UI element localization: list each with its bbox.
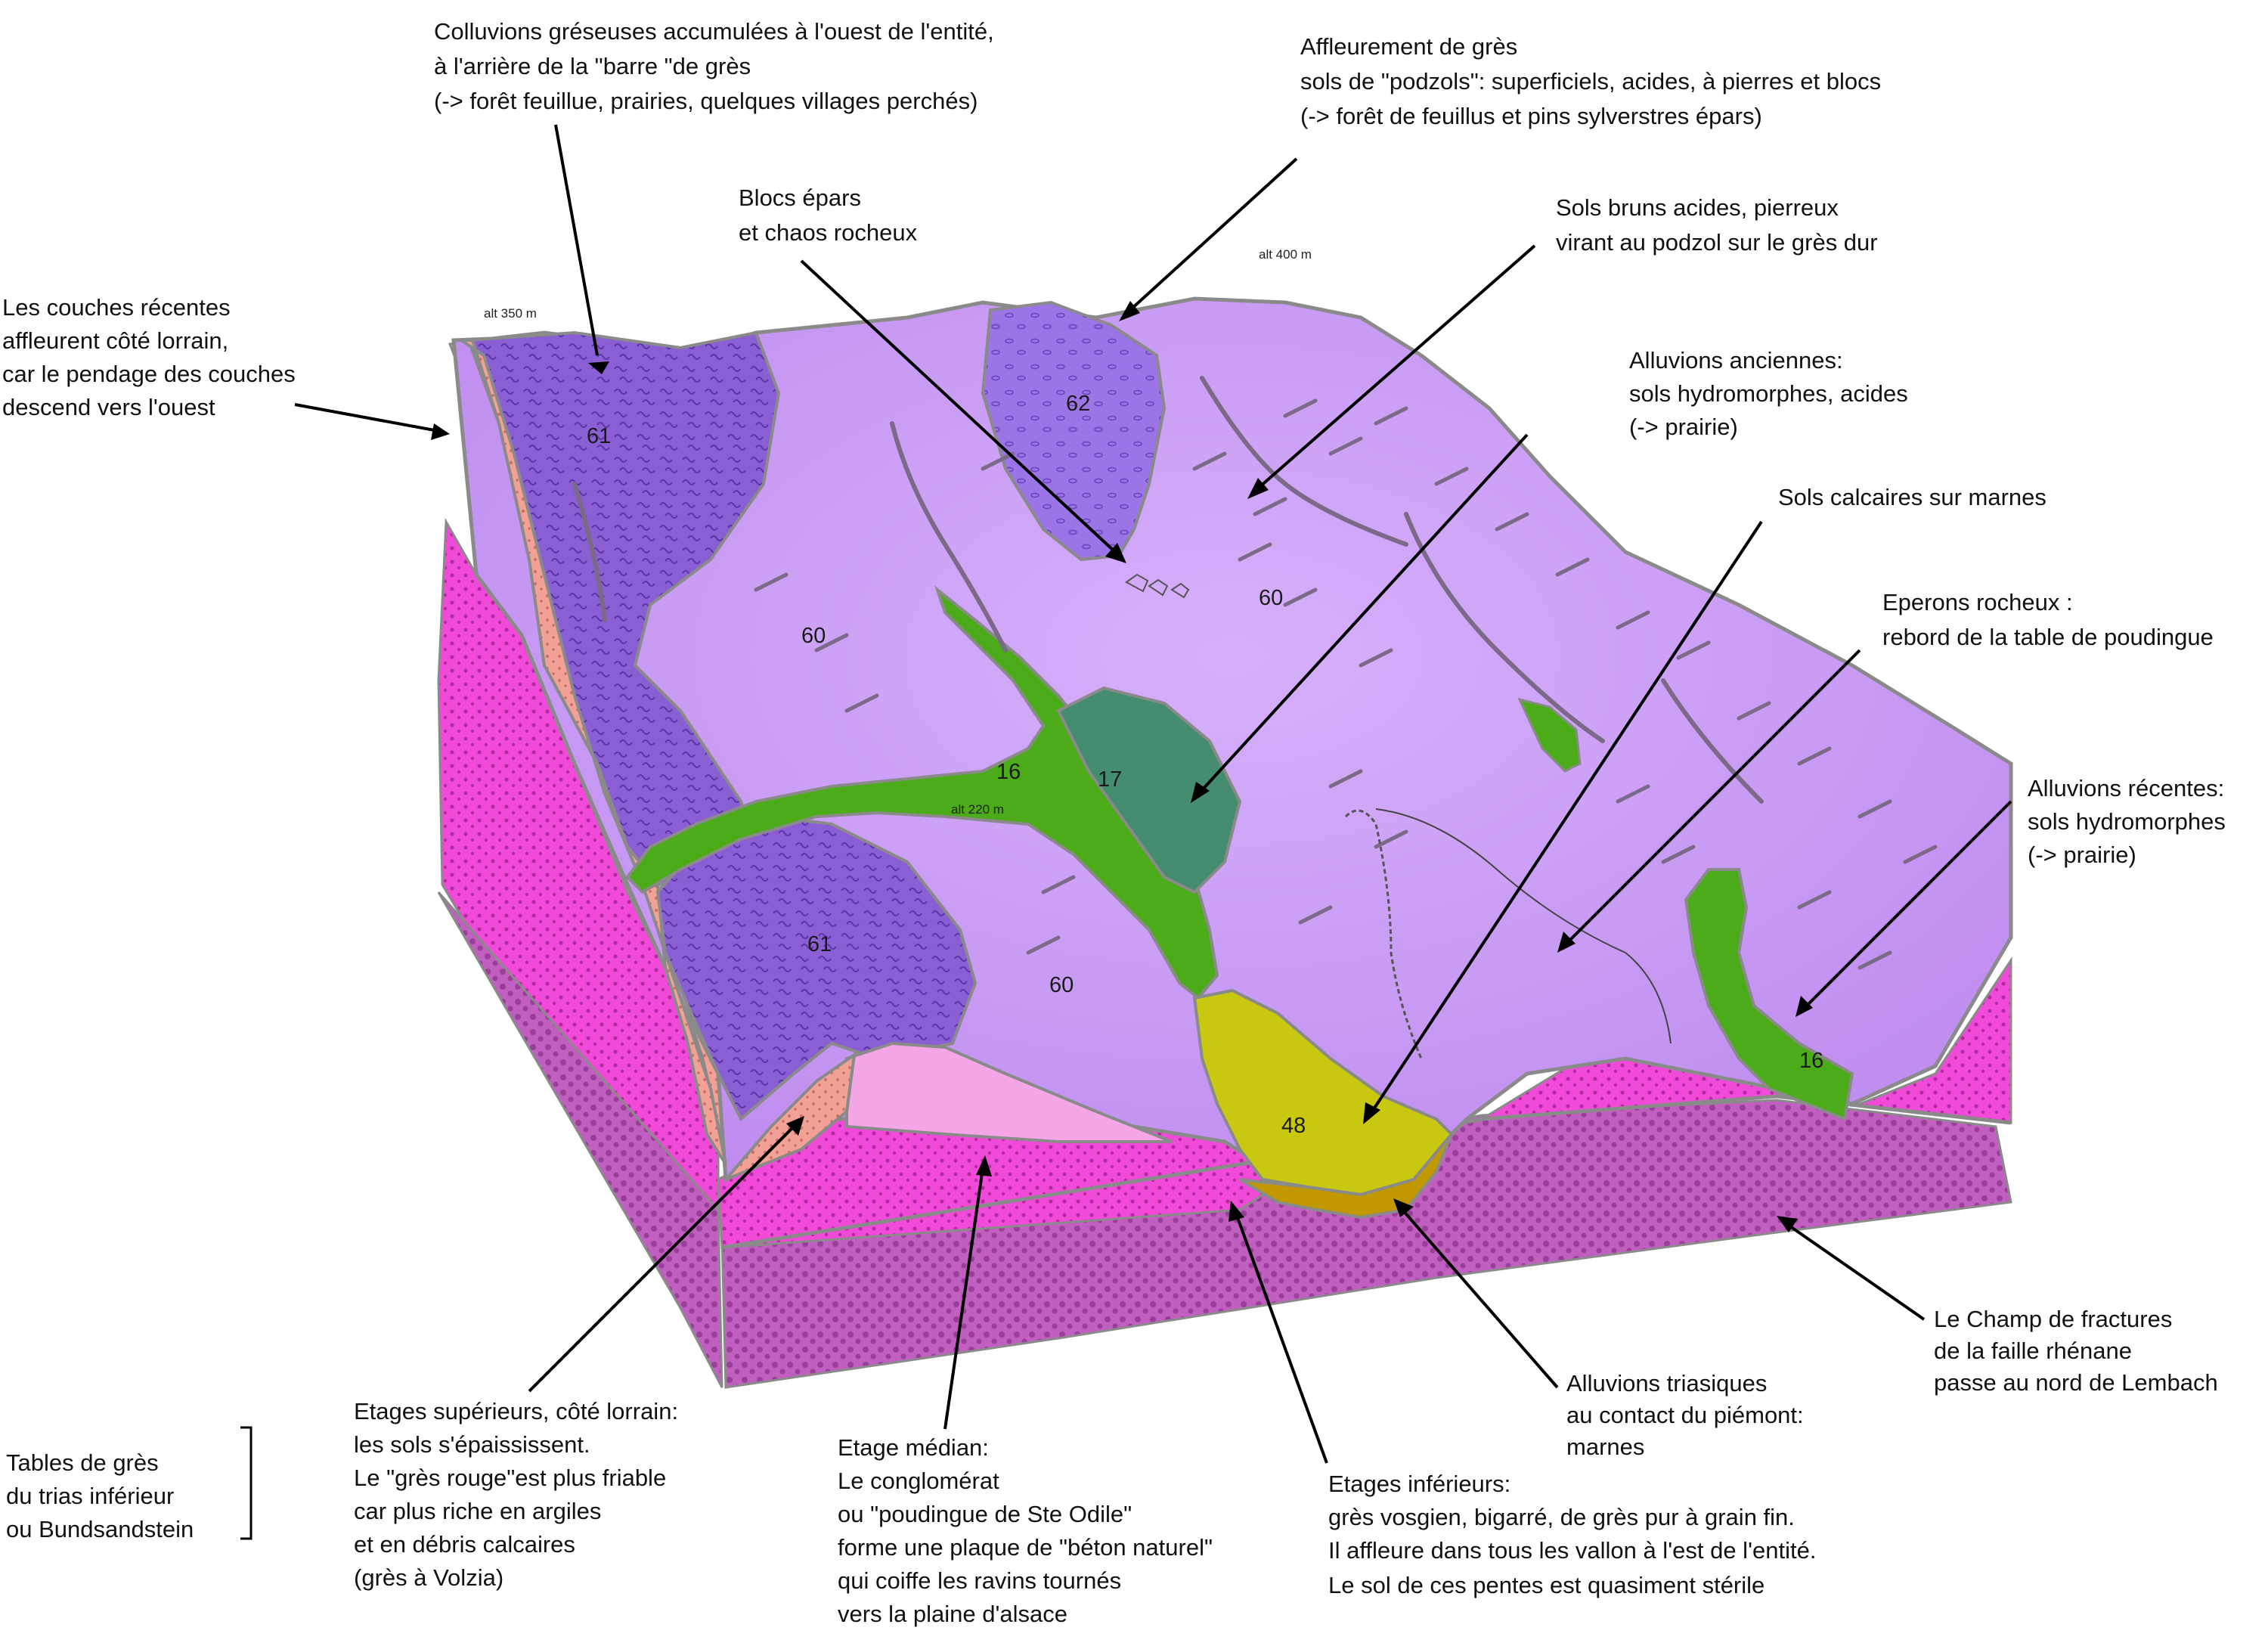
left-side-mauve-lower: [437, 891, 723, 1388]
arrow-etage-median: [976, 1155, 992, 1176]
zone-62-outcrop: [981, 300, 1167, 562]
code-16-branch: 16: [996, 760, 1021, 784]
label-blocs: Blocs épars et chaos rocheux: [739, 184, 918, 246]
stratum-boundary-line: [721, 1094, 2012, 1250]
tables-bracket: [240, 1426, 253, 1540]
leader-etages-inferieurs: [1235, 1213, 1328, 1464]
ravine-line-3: [1404, 512, 1605, 743]
arrow-sols-bruns: [1247, 478, 1269, 499]
leader-lines: [294, 124, 2012, 1464]
label-sols-bruns: Sols bruns acides, pierreux virant au po…: [1556, 194, 1878, 256]
leader-alluvions-anciennes: [1201, 433, 1529, 792]
label-affleurement: Affleurement de grès sols de "podzols": …: [1300, 33, 1888, 129]
arrow-etages-inferieurs: [1228, 1201, 1244, 1222]
arrow-couches: [431, 423, 450, 440]
block-top-surface: [451, 296, 2013, 1220]
arrow-blocs: [1105, 543, 1126, 563]
label-couches: Les couches récentes affleurent côté lor…: [2, 294, 302, 420]
arrow-alluvions-anciennes: [1191, 782, 1210, 803]
label-alluvions-anciennes: Alluvions anciennes: sols hydromorphes, …: [1629, 347, 1914, 440]
label-eperons: Eperons rocheux : rebord de la table de …: [1882, 589, 2214, 650]
label-alluvions-recentes: Alluvions récentes: sols hydromorphes (-…: [2028, 775, 2232, 868]
slope-hachures: [754, 398, 1938, 970]
annotations: Colluvions gréseuses accumulées à l'oues…: [2, 18, 2232, 1627]
label-sols-calcaires: Sols calcaires sur marnes: [1778, 484, 2046, 510]
label-etages-inferieurs: Etages inférieurs: grès vosgien, bigarré…: [1328, 1471, 1823, 1598]
leader-etages-superieurs: [528, 1125, 795, 1393]
code-60-center: 60: [1259, 586, 1283, 610]
zone-16-lens: [1517, 697, 1582, 773]
code-16-hook: 16: [1799, 1049, 1823, 1073]
ravine-line-2: [1200, 376, 1408, 547]
arrow-sols-calcaires: [1363, 1102, 1380, 1124]
zone-salmon-strip: [456, 339, 727, 1166]
arrow-eperons: [1557, 931, 1576, 953]
altitude-350: alt 350 m: [484, 306, 537, 321]
zone-16-hook: [1684, 868, 1854, 1121]
leader-blocs: [800, 259, 1117, 553]
leader-couches: [294, 403, 439, 432]
zone-salmon-triangle: [724, 1051, 857, 1181]
arrow-champ-fractures: [1777, 1216, 1798, 1232]
code-60-left: 60: [801, 624, 826, 648]
code-60-lower: 60: [1049, 973, 1074, 997]
stream-line: [1375, 808, 1672, 1044]
leader-sols-bruns: [1257, 244, 1536, 489]
label-tables: Tables de grès du trias inférieur ou Bun…: [6, 1449, 194, 1542]
leader-affleurement: [1129, 157, 1298, 312]
label-champ-fractures: Le Champ de fractures de la faille rhéna…: [1934, 1306, 2218, 1396]
zone-codes: 61 62 60 60 16 17 61 60 48 16: [587, 392, 1823, 1138]
arrow-etages-superieurs: [786, 1116, 804, 1136]
zone-pink-light: [845, 1041, 1173, 1143]
label-etage-median: Etage médian: Le conglomérat ou "pouding…: [838, 1434, 1219, 1627]
code-62: 62: [1066, 392, 1090, 416]
ravine-line-5: [1661, 678, 1764, 804]
leader-champ-fractures: [1786, 1223, 1926, 1321]
leader-sols-calcaires: [1371, 520, 1763, 1113]
label-alluvions-triasiques: Alluvions triasiques au contact du piémo…: [1566, 1370, 1810, 1460]
code-61-lower: 61: [807, 932, 832, 956]
leader-etage-median: [943, 1167, 984, 1430]
arrow-alluvions-recentes: [1796, 996, 1813, 1017]
leader-colluvions: [554, 124, 599, 356]
code-61-top: 61: [587, 424, 611, 448]
arrow-alluvions-triasiques: [1393, 1198, 1414, 1217]
label-colluvions: Colluvions gréseuses accumulées à l'oues…: [434, 18, 1000, 114]
zone-48-ochre: [1238, 1133, 1453, 1220]
ravine-line-1: [890, 421, 1008, 653]
altitude-400: alt 400 m: [1259, 247, 1312, 262]
ravine-line-4: [572, 482, 607, 622]
fault-crack: [1344, 809, 1423, 1059]
label-etages-superieurs: Etages supérieurs, côté lorrain: les sol…: [354, 1398, 685, 1591]
zone-17-teal: [1056, 686, 1242, 894]
altitude-220: alt 220 m: [951, 802, 1004, 817]
code-48: 48: [1281, 1114, 1306, 1138]
leader-eperons: [1567, 649, 1861, 943]
arrow-colluvions: [588, 361, 609, 374]
rock-blocks-symbol: [1125, 573, 1190, 599]
leader-alluvions-triasiques: [1401, 1208, 1559, 1389]
arrow-affleurement: [1119, 301, 1140, 321]
code-17: 17: [1098, 767, 1122, 792]
leader-alluvions-recentes: [1805, 800, 2012, 1007]
